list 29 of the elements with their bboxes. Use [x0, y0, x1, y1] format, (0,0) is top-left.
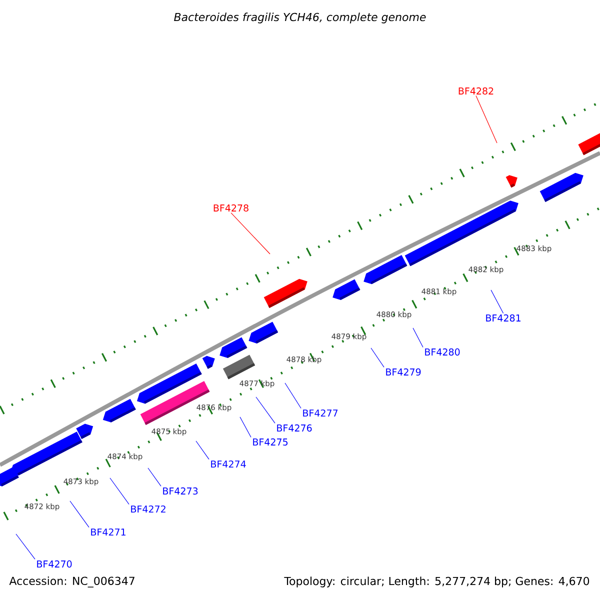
leader-line	[370, 348, 384, 368]
leader-line	[148, 468, 162, 486]
gene-label: BF4277	[303, 409, 338, 417]
gene-label: BF4279	[386, 368, 421, 376]
leader-line	[490, 290, 504, 314]
leader-line	[284, 382, 302, 409]
gene-label: BF4275	[253, 438, 288, 446]
leader-line	[476, 95, 498, 144]
footer-text: Topology: circular; Length: 5,277,274 bp; Genes: 4,670	[284, 576, 590, 588]
leader-line	[70, 500, 90, 528]
footer-text: Accession: NC_006347	[9, 576, 134, 588]
leader-line	[230, 212, 270, 254]
leader-line	[196, 440, 210, 460]
gene-label: BF4271	[91, 528, 126, 536]
gene-label: BF4274	[211, 460, 246, 468]
gene-label: BF4273	[163, 487, 198, 495]
gene-label: BF4280	[425, 348, 460, 356]
leader-line	[412, 328, 424, 348]
gene-label: BF4270	[37, 560, 72, 568]
gene-label: BF4272	[131, 505, 166, 513]
gene-label: BF4282	[458, 87, 494, 95]
leader-line	[256, 396, 276, 424]
gene-label: BF4276	[277, 424, 312, 432]
leader-line	[240, 416, 252, 438]
leader-line	[110, 478, 130, 505]
gene-label: BF4281	[486, 314, 520, 322]
title: Bacteroides fragilis YCH46, complete genome	[174, 12, 426, 24]
leader-line	[16, 534, 36, 560]
gene-label: BF4278	[214, 204, 248, 212]
